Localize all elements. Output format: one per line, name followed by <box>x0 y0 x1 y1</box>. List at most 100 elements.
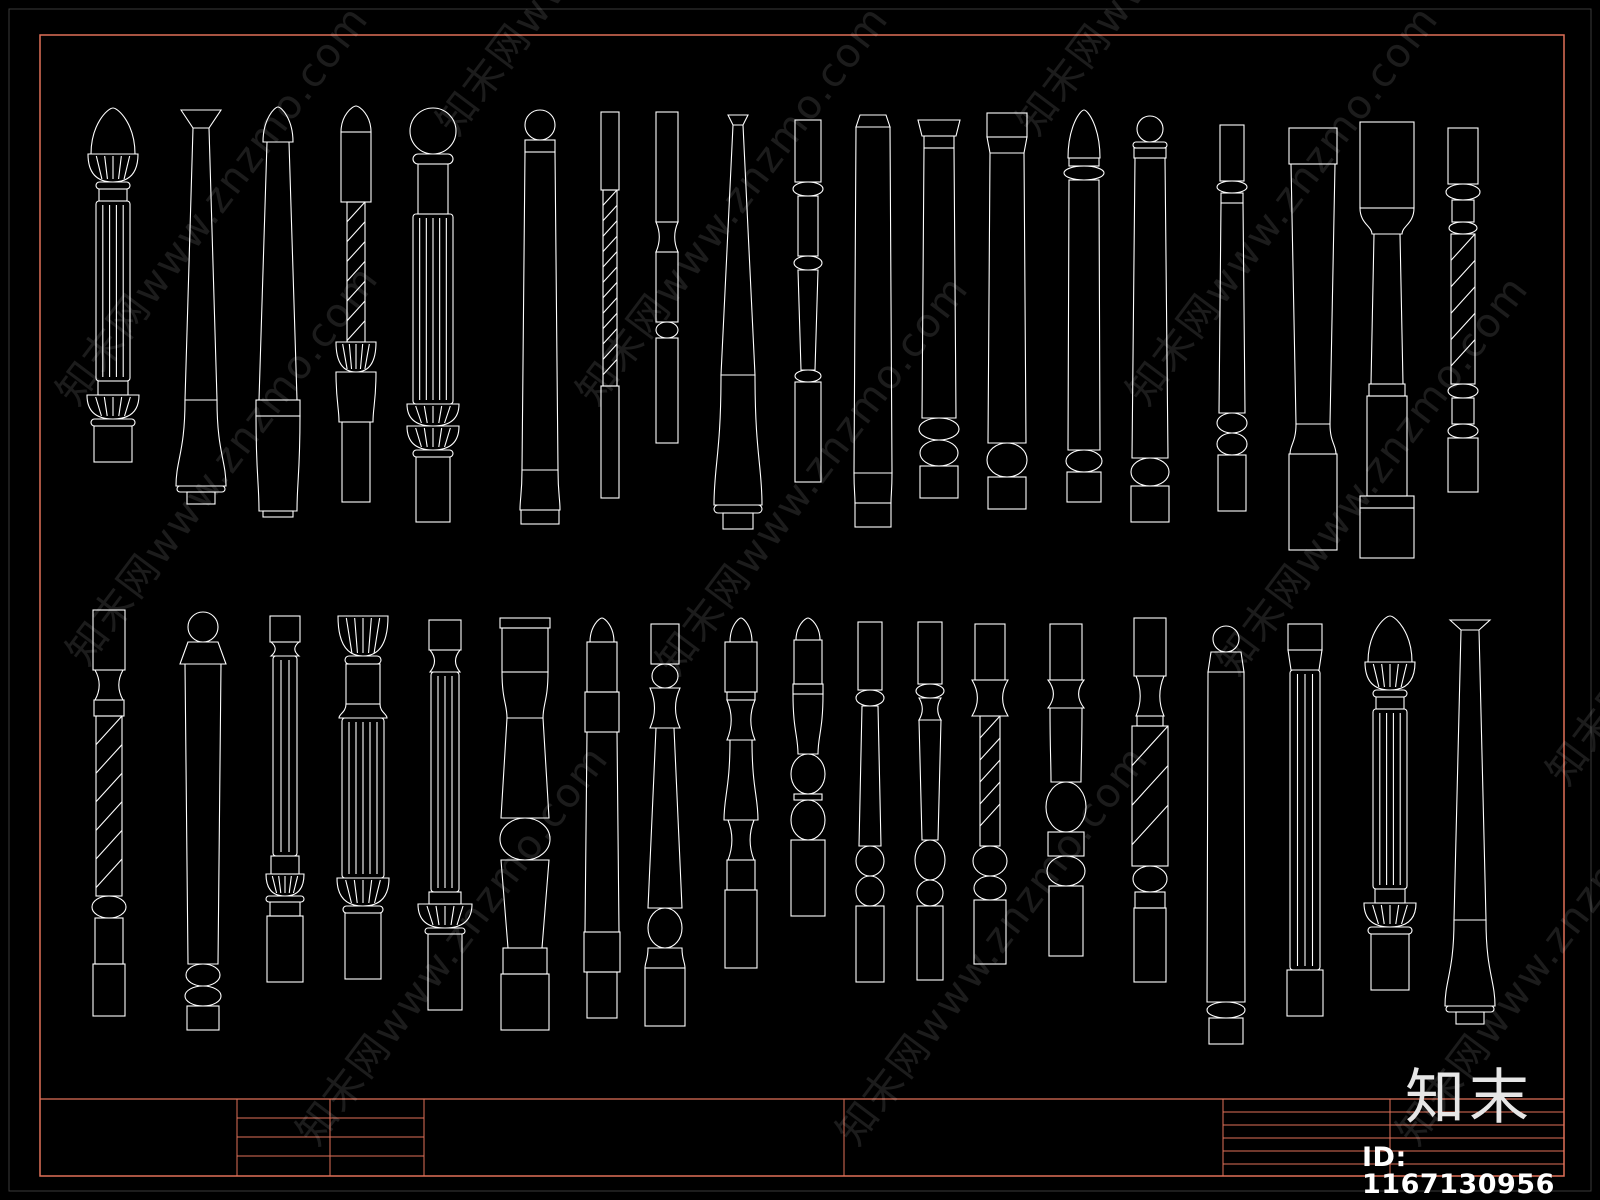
twist-line <box>1450 260 1476 288</box>
cup-leaf-line <box>1400 663 1408 688</box>
block-segment <box>586 971 618 1019</box>
taper-segment <box>184 663 222 965</box>
twist-line <box>979 737 1001 761</box>
twist-line <box>602 282 618 299</box>
baluster-top-19 <box>1445 127 1481 493</box>
block-segment <box>1370 933 1410 991</box>
taper-segment <box>858 705 882 847</box>
baluster-bottom-18 <box>1363 615 1417 991</box>
cup-leaf-line <box>1372 663 1380 688</box>
baluster-top-9 <box>713 114 763 530</box>
baluster-top-14 <box>1063 109 1105 503</box>
twist-line <box>602 297 618 314</box>
block-segment <box>722 512 754 530</box>
cup-leaf-line <box>426 905 434 926</box>
block-segment <box>855 905 885 983</box>
twist-line <box>979 759 1001 783</box>
twist-line <box>346 280 366 302</box>
block-segment <box>919 465 959 499</box>
cup-leaf-line <box>95 155 103 180</box>
neck-turning <box>1135 675 1165 717</box>
cup-leaf-line <box>118 155 122 180</box>
block-segment <box>1066 471 1102 503</box>
cup-leaf-line <box>1401 904 1408 925</box>
egg-finial <box>90 107 136 155</box>
block-segment <box>500 973 550 1031</box>
twist-line <box>602 205 618 222</box>
baluster-bottom-2 <box>179 611 227 1031</box>
block-segment <box>854 502 892 528</box>
neck-turning <box>269 641 301 657</box>
cup-leaf-line <box>373 617 381 654</box>
cup-leaf-line <box>1380 904 1385 925</box>
block-segment <box>1288 453 1338 551</box>
baluster-bottom-4 <box>336 615 390 980</box>
vase-turning <box>255 415 301 512</box>
twist-line <box>979 803 1001 827</box>
taper-segment <box>647 727 683 909</box>
baluster-top-6 <box>519 109 561 525</box>
block-segment <box>92 963 126 1017</box>
block-segment <box>415 456 451 523</box>
vase-turning <box>519 469 561 511</box>
baluster-bottom-15 <box>1131 617 1169 983</box>
cup-leaf-line <box>438 405 443 424</box>
cup-leaf-line <box>354 617 358 654</box>
block-segment <box>1133 907 1167 983</box>
taper-segment <box>500 717 550 819</box>
vase-turning <box>1444 919 1496 1007</box>
baluster-bottom-16 <box>1206 625 1246 1045</box>
twist-line <box>346 221 366 242</box>
cup-leaf-line <box>103 396 108 417</box>
baluster-top-3 <box>255 106 301 518</box>
egg-finial <box>1367 615 1413 663</box>
cup-leaf-line <box>423 427 428 448</box>
baluster-top-17 <box>1288 127 1338 551</box>
cup-leaf-line <box>345 879 352 904</box>
egg-finial <box>795 617 821 641</box>
block-segment <box>1455 1011 1485 1025</box>
twist-line <box>1131 725 1169 766</box>
block-segment <box>973 899 1007 965</box>
baluster-top-10 <box>792 119 824 483</box>
block-segment <box>724 889 758 969</box>
baluster-top-8 <box>655 111 679 444</box>
block-segment <box>790 839 826 917</box>
cup-leaf-line <box>278 875 282 894</box>
twist-line <box>602 235 618 252</box>
egg-finial <box>340 105 372 133</box>
drawing-frame <box>39 34 1565 1177</box>
taper-segment <box>918 719 942 841</box>
twist-line <box>346 300 366 322</box>
cup-leaf-line <box>342 343 348 370</box>
neck-turning <box>428 649 462 673</box>
taper-segment <box>917 119 961 137</box>
twist-line <box>979 781 1001 805</box>
cup-leaf-line <box>368 879 373 904</box>
block-segment <box>1208 1017 1244 1045</box>
vase-turning <box>335 371 377 423</box>
baluster-bottom-3 <box>265 615 305 983</box>
twist-line <box>1131 765 1169 806</box>
brand-logo: 知末 <box>1405 1063 1533 1133</box>
baluster-top-2 <box>175 109 227 505</box>
twist-line <box>346 201 366 223</box>
cup-leaf-line <box>95 396 102 417</box>
neck-turning <box>649 687 681 729</box>
baluster-bottom-10 <box>790 617 826 917</box>
twist-line <box>95 715 123 745</box>
taper-segment <box>921 147 957 419</box>
cup-leaf-line <box>450 905 455 926</box>
twist-line <box>602 220 618 237</box>
vase-turning <box>338 703 388 719</box>
cup-leaf-line <box>1395 904 1400 925</box>
block-segment <box>794 381 822 483</box>
twist-line <box>346 320 366 341</box>
cup-leaf-line <box>456 905 464 926</box>
id-label: ID: 1167130956 <box>1362 1142 1555 1200</box>
block-segment <box>916 905 944 981</box>
neck-turning <box>1046 679 1086 709</box>
block-segment <box>1359 507 1415 559</box>
baluster-bottom-1 <box>91 609 127 1017</box>
